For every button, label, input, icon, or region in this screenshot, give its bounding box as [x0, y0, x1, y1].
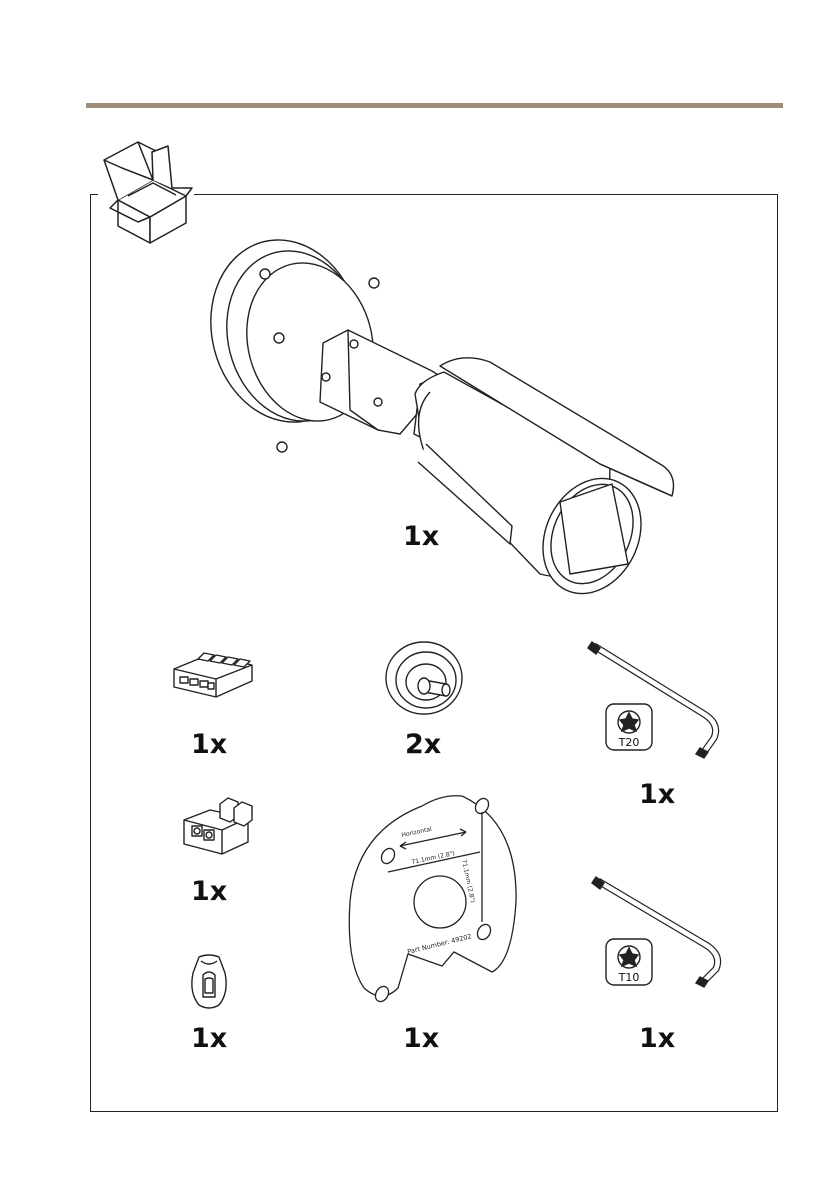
drill-template-quantity: 1x [403, 1023, 439, 1055]
open-box-icon [98, 130, 194, 250]
connector-4pin-quantity: 1x [191, 729, 227, 761]
torx-key-t20-illustration: T20 [588, 640, 728, 760]
header-rule [86, 103, 783, 108]
camera-quantity: 1x [403, 521, 439, 553]
torx-key-t10-illustration: T10 [588, 875, 728, 995]
cable-gasket-illustration [384, 640, 474, 724]
cable-cover-illustration [189, 953, 229, 1015]
connector-2pin-quantity: 1x [191, 876, 227, 908]
key-t10-quantity: 1x [639, 1023, 675, 1055]
bullet-camera-illustration [200, 234, 680, 598]
cable-cover-quantity: 1x [191, 1023, 227, 1055]
key-t20-quantity: 1x [639, 779, 675, 811]
cable-gasket-quantity: 2x [405, 729, 441, 761]
t10-label: T10 [606, 972, 652, 984]
t20-label: T20 [606, 737, 652, 749]
two-pin-connector-illustration [180, 794, 260, 864]
terminal-block-connector-illustration [168, 647, 258, 711]
drill-template-illustration: Horizontal 71.1mm (2.8") 71.1mm (2.8") P… [342, 792, 524, 1012]
